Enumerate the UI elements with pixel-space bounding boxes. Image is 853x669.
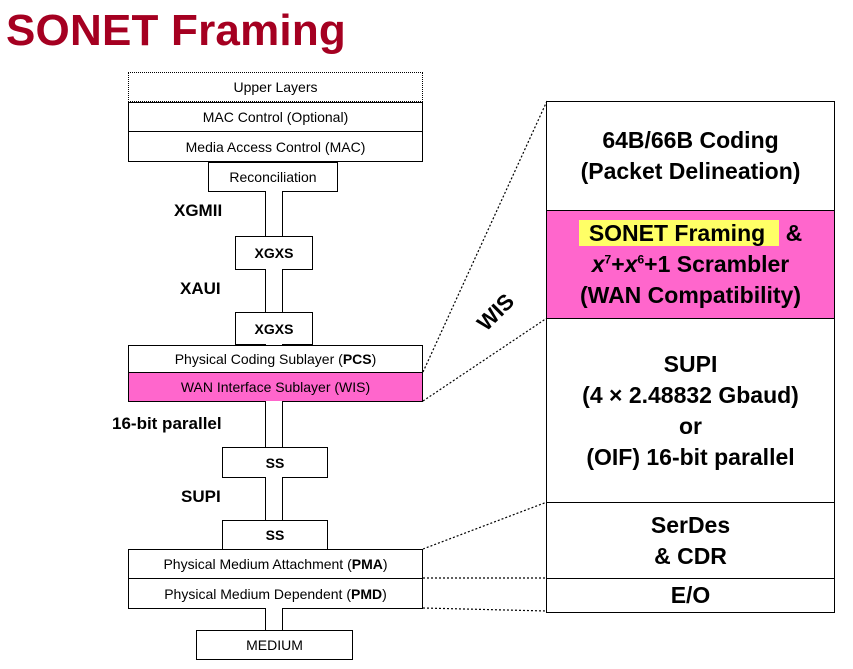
pmd-label: Physical Medium Dependent (PMD) <box>164 585 387 602</box>
reconciliation-label: Reconciliation <box>229 169 317 185</box>
medium-connector <box>265 608 283 631</box>
ss-top-box: SS <box>222 447 328 478</box>
serdes-line1: SerDes <box>650 511 731 538</box>
coding-line1: 64B/66B Coding <box>602 127 779 153</box>
parallel-connector <box>265 401 283 448</box>
coding-line2: (Packet Delineation) <box>580 158 801 184</box>
pcs-box: Physical Coding Sublayer (PCS) <box>128 345 423 373</box>
pma-to-serdes-line <box>422 501 548 550</box>
wis-layer-label: WAN Interface Sublayer (WIS) <box>180 379 371 395</box>
wis-box: WAN Interface Sublayer (WIS) <box>128 372 423 402</box>
xaui-label: XAUI <box>180 279 221 298</box>
supi-box: SUPI (4 × 2.48832 Gbaud) or (OIF) 16-bit… <box>546 318 835 503</box>
medium-box: MEDIUM <box>196 630 353 660</box>
supi-line1: SUPI <box>663 350 718 377</box>
supi-line3: or <box>679 412 702 439</box>
upper-layers-box: Upper Layers <box>128 72 423 102</box>
sonet-framing-box: SONET Framing & x7+x6+1 Scrambler (WAN C… <box>546 210 835 319</box>
scrambler-line: x7+x6+1 Scrambler <box>591 251 790 277</box>
xgxs-bottom-label: XGXS <box>254 320 294 337</box>
coding-box: 64B/66B Coding (Packet Delineation) <box>546 101 835 211</box>
sonet-line1: SONET Framing & <box>578 218 803 249</box>
xgxs-top-label: XGXS <box>254 245 294 261</box>
parallel-label: 16-bit parallel <box>112 414 222 433</box>
pcs-label: Physical Coding Sublayer (PCS) <box>174 351 377 367</box>
pmd-to-eo-bottom-line <box>422 607 548 612</box>
page-title: SONET Framing <box>6 6 346 55</box>
supi-line4: (OIF) 16-bit parallel <box>586 443 795 470</box>
xgmii-connector <box>265 191 283 237</box>
pcs-to-coding-line <box>422 100 548 373</box>
ss-top-label: SS <box>265 454 285 471</box>
mac-box: Media Access Control (MAC) <box>128 131 423 162</box>
wis-to-supi-line <box>422 317 548 402</box>
xgmii-label: XGMII <box>174 201 223 220</box>
pma-label: Physical Medium Attachment (PMA) <box>163 556 388 572</box>
serdes-box: SerDes & CDR <box>546 502 835 579</box>
pma-box: Physical Medium Attachment (PMA) <box>128 549 423 579</box>
medium-label: MEDIUM <box>246 637 303 653</box>
reconciliation-box: Reconciliation <box>208 162 338 192</box>
ss-bottom-label: SS <box>265 527 285 543</box>
supi-line2: (4 × 2.48832 Gbaud) <box>582 381 799 408</box>
xgxs-top-box: XGXS <box>235 236 313 270</box>
sonet-highlight: SONET Framing <box>578 220 780 246</box>
wan-compat-line: (WAN Compatibility) <box>579 282 802 308</box>
upper-layers-label: Upper Layers <box>233 79 318 95</box>
mac-control-label: MAC Control (Optional) <box>202 109 349 125</box>
xaui-connector <box>265 269 283 313</box>
eo-box: E/O <box>546 578 835 613</box>
ss-bottom-box: SS <box>222 520 328 550</box>
eo-label: E/O <box>670 582 711 608</box>
serdes-line2: & CDR <box>654 542 727 569</box>
mac-label: Media Access Control (MAC) <box>185 138 366 155</box>
sonet-amp: & <box>785 220 803 246</box>
supi-label: SUPI <box>181 487 221 506</box>
supi-connector <box>265 477 283 521</box>
